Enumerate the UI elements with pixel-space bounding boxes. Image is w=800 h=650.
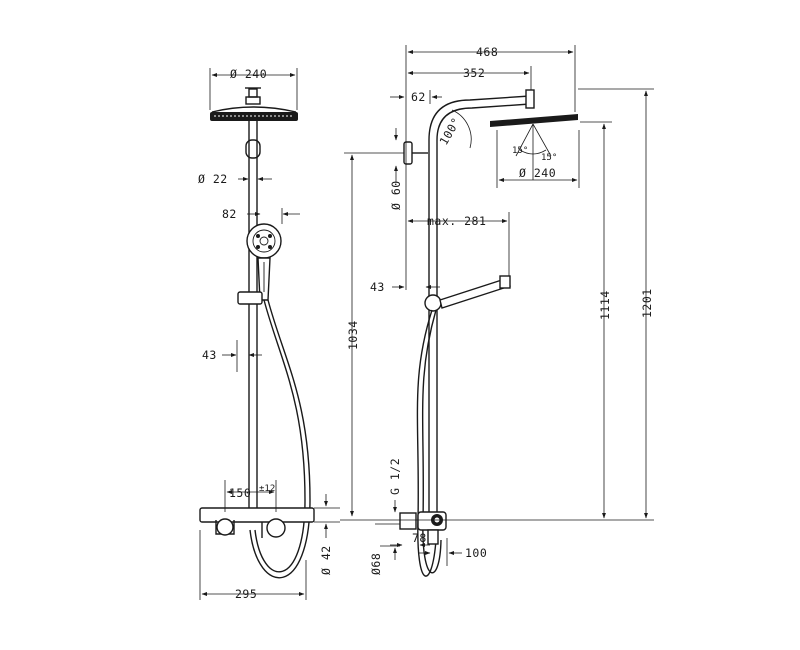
label-side-arm-angle: 100° xyxy=(436,115,463,148)
label-side-mixer-projection: 100 xyxy=(465,546,487,560)
label-side-slider-reach: max. 281 xyxy=(427,214,486,228)
label-side-arm-length: 352 xyxy=(463,66,485,80)
front-view xyxy=(199,87,315,579)
dimension-labels: Ø 240 Ø 22 82 43 150 ±12 Ø 42 295 468 35… xyxy=(198,45,654,601)
label-side-height-head: 1114 xyxy=(598,290,612,320)
label-side-height-bracket: 1034 xyxy=(346,320,360,350)
label-front-mixer-width: 295 xyxy=(235,587,257,601)
label-side-bracket-diameter: Ø 60 xyxy=(389,180,403,210)
side-shower-head xyxy=(490,89,578,127)
label-front-rail-offset: 43 xyxy=(202,348,217,362)
side-hose xyxy=(416,309,442,577)
side-hand-shower xyxy=(424,275,511,312)
label-side-wall-offset: 62 xyxy=(411,90,426,104)
label-front-head-diameter: Ø 240 xyxy=(230,67,267,81)
label-side-mixer-depth: 78 xyxy=(412,531,427,545)
front-hand-shower xyxy=(237,223,282,305)
label-side-spray-angle-left: 15° xyxy=(512,146,528,156)
label-front-handshower-width: 82 xyxy=(222,207,237,221)
label-side-spray-angle-right: 15° xyxy=(541,153,557,163)
label-side-slider-offset: 43 xyxy=(370,280,385,294)
front-thermostat xyxy=(199,507,315,538)
front-shower-head xyxy=(210,87,298,121)
front-wall-bracket xyxy=(245,139,261,159)
label-side-thread: G 1/2 xyxy=(388,458,402,495)
front-dimensions xyxy=(199,68,340,600)
label-side-total-projection: 468 xyxy=(476,45,498,59)
front-riser-pipe xyxy=(248,121,258,508)
label-front-mixer-diameter: Ø 42 xyxy=(319,545,333,575)
label-side-head-diameter: Ø 240 xyxy=(519,166,556,180)
side-dimensions xyxy=(340,45,654,566)
label-side-rosette-diameter: Ø68 xyxy=(369,553,383,575)
label-side-height-total: 1201 xyxy=(640,288,654,318)
front-hose xyxy=(249,299,311,579)
side-riser-pipe xyxy=(428,95,531,518)
label-front-pipe-diameter: Ø 22 xyxy=(198,172,228,186)
side-wall-bracket xyxy=(403,141,413,165)
label-front-connection-tolerance: ±12 xyxy=(259,484,275,494)
label-front-connection-spacing: 150 xyxy=(229,486,251,500)
